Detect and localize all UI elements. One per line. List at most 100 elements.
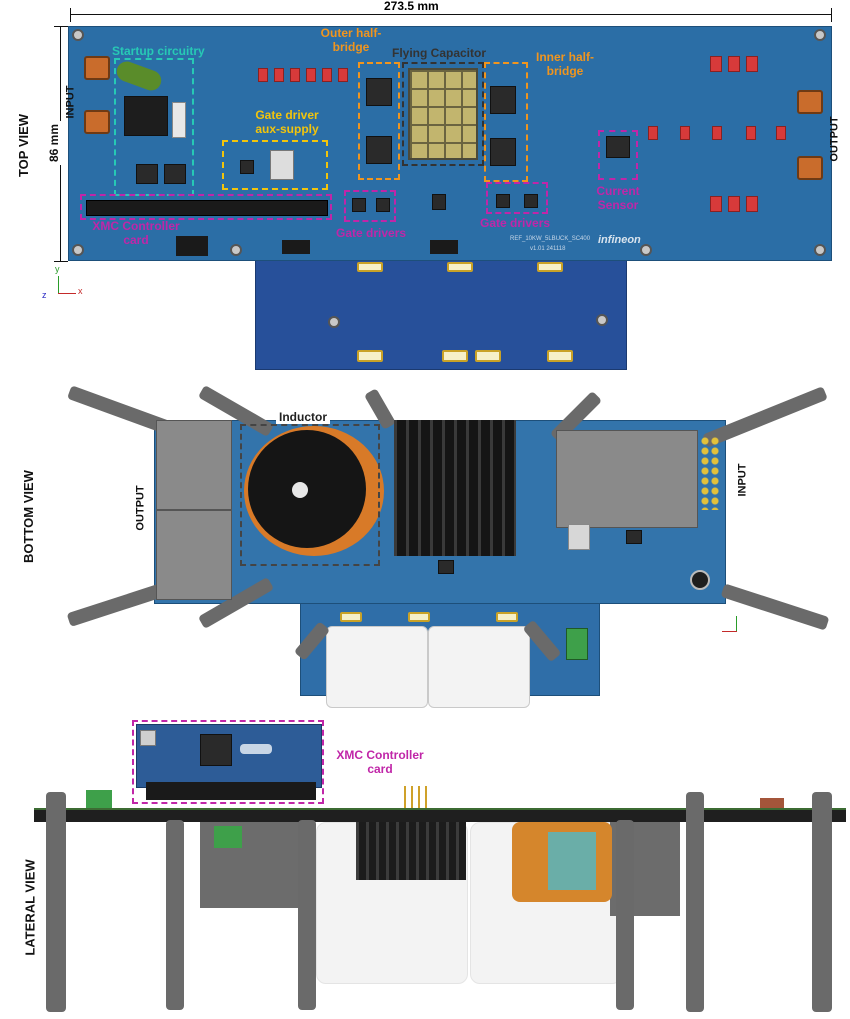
bottom-white-component [568, 524, 590, 550]
inner-half-bridge-label: Inner half-bridge [535, 50, 594, 78]
lateral-standoff [686, 792, 704, 1012]
bottom-output-label: OUTPUT [134, 485, 147, 531]
width-dimension-label: 273.5 mm [380, 0, 443, 13]
top-plate-pad-6 [475, 350, 501, 362]
gate-driver-chip [376, 198, 390, 212]
bottom-chip [626, 530, 642, 544]
top-mount-hole [230, 244, 242, 256]
top-plate-screw-2 [596, 314, 608, 326]
inductor-label: Inductor [276, 410, 330, 424]
startup-connector [172, 102, 186, 138]
infineon-logo: infineon [598, 234, 641, 246]
xmc-card-connector [146, 782, 316, 800]
lateral-standoff [812, 792, 832, 1012]
bottom-chip [438, 560, 454, 574]
lateral-view-title: LATERAL VIEW [22, 859, 38, 956]
xmc-controller-connector-bar [86, 200, 328, 216]
aux-supply-transformer [270, 150, 294, 180]
gate-drivers-right-label: Gate drivers [480, 216, 551, 230]
top-view-title: TOP VIEW [16, 113, 32, 178]
xmc-card-usb [140, 730, 156, 746]
bottom-plate-pad [340, 612, 362, 622]
green-terminal-block [566, 628, 588, 660]
aux-supply-chip [240, 160, 254, 174]
bottom-standoff [702, 386, 828, 448]
height-dimension-bottom-tick [54, 261, 68, 262]
top-header-pins [430, 240, 458, 254]
lateral-heatsink [356, 820, 466, 880]
inductor-box [240, 424, 380, 566]
flying-capacitor-box [402, 62, 484, 166]
top-input-label: INPUT [64, 85, 77, 119]
fan-left [326, 626, 428, 708]
width-dimension-line [70, 14, 832, 15]
gate-drivers-left-label: Gate drivers [336, 226, 407, 240]
xmc-controller-box [80, 194, 332, 220]
top-mount-hole [814, 244, 826, 256]
xmc-card-chip [200, 734, 232, 766]
startup-chip [164, 164, 186, 184]
top-plate-pad-3 [537, 262, 563, 272]
inner-half-bridge-chip [490, 138, 516, 166]
top-plate-pad-1 [357, 262, 383, 272]
axis-x-label: x [78, 286, 83, 296]
flying-capacitor-label: Flying Capacitor [392, 46, 487, 60]
bottom-view-title: BOTTOM VIEW [20, 470, 36, 563]
gate-driver-chip [352, 198, 366, 212]
pcb-center-chip [432, 194, 446, 210]
lateral-xmc-box [132, 720, 324, 804]
axis-z-label: z [42, 290, 47, 300]
width-dimension-left-tick [70, 8, 71, 22]
current-sensor-box [598, 130, 638, 180]
gate-drivers-right-box [486, 182, 548, 214]
board-silkscreen-text: REF_10KW_5LBUCK_SC400 [510, 236, 591, 242]
lateral-green-connector [214, 826, 242, 848]
inductor-center-pin [292, 482, 308, 498]
top-output-terminal-1 [797, 90, 823, 114]
lateral-standoff [298, 820, 316, 1010]
height-dimension-top-tick [54, 26, 68, 27]
gate-driver-chip [524, 194, 538, 208]
top-mount-hole [640, 244, 652, 256]
board-silkscreen-version: v1.01 241118 [530, 246, 566, 252]
startup-chip [136, 164, 158, 184]
top-output-label: OUTPUT [828, 116, 841, 162]
lateral-pcb-edge [34, 808, 846, 822]
lateral-standoff [46, 792, 66, 1012]
axis-y-label: y [55, 264, 60, 274]
top-plate-screw-1 [328, 316, 340, 328]
bottom-output-block-top [156, 420, 232, 510]
flying-capacitor-bank [408, 68, 478, 160]
top-plate-pad-2 [447, 262, 473, 272]
outer-half-bridge-box [358, 62, 400, 180]
xmc-card-logo [240, 744, 272, 754]
gate-drivers-left-box [344, 190, 396, 222]
top-header-connector [176, 236, 208, 256]
gate-driver-aux-label: Gate driver aux-supply [255, 108, 319, 136]
lateral-red-component [760, 798, 784, 808]
bottom-input-label: INPUT [736, 463, 749, 497]
bottom-output-block-bottom [156, 510, 232, 600]
bottom-round-component [690, 570, 710, 590]
top-plate-pad-4 [357, 350, 383, 362]
bottom-plate-pad [408, 612, 430, 622]
startup-heatsink [124, 96, 168, 136]
top-plate-pad-5 [442, 350, 468, 362]
outer-half-bridge-chip [366, 136, 392, 164]
startup-circuitry-box [114, 58, 194, 196]
top-header-pins [282, 240, 310, 254]
bottom-heatsink [394, 420, 516, 556]
gate-driver-aux-box [222, 140, 328, 190]
lateral-standoff [166, 820, 184, 1010]
top-input-terminal-1 [84, 56, 110, 80]
width-dimension-right-tick [831, 8, 832, 22]
lateral-header-pins [404, 786, 430, 808]
top-output-terminal-2 [797, 156, 823, 180]
top-mount-hole [814, 29, 826, 41]
outer-half-bridge-label: Outer half-bridge [320, 26, 382, 54]
outer-half-bridge-chip [366, 78, 392, 106]
lateral-inductor-winding [548, 832, 596, 890]
current-sensor-label: Current Sensor [596, 184, 640, 212]
xmc-controller-label: XMC Controller card [92, 219, 180, 247]
bottom-input-block [556, 430, 698, 528]
